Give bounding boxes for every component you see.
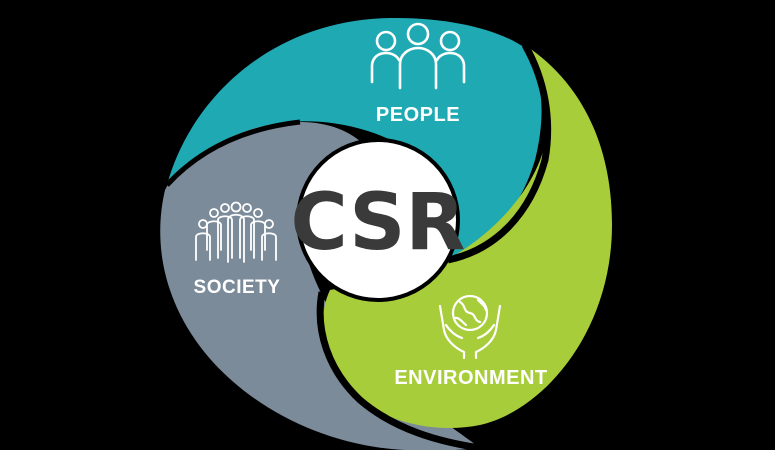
people-group-icon <box>370 22 466 90</box>
segment-environment <box>322 45 612 429</box>
separator-line <box>165 119 301 187</box>
center-circle <box>296 138 460 302</box>
crowd-icon <box>195 201 277 263</box>
globe-in-hands-icon <box>438 294 502 360</box>
center-label: CSR <box>291 178 466 268</box>
label-people: PEOPLE <box>376 104 460 126</box>
label-society: SOCIETY <box>194 277 281 298</box>
label-environment: ENVIRONMENT <box>394 367 547 389</box>
segment-people <box>167 17 542 258</box>
separator-line <box>447 43 552 264</box>
separator-line <box>316 291 481 450</box>
